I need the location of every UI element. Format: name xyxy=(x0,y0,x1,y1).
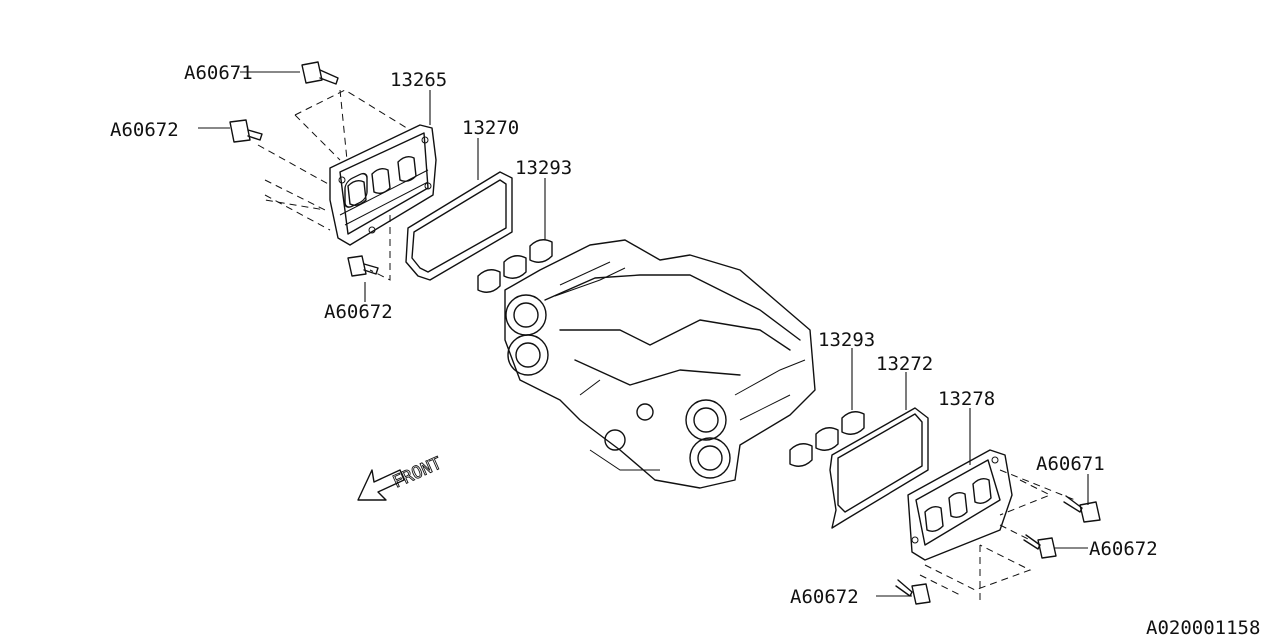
callout-13293-right: 13293 xyxy=(818,329,875,351)
bolt-a60671-right xyxy=(1063,495,1101,523)
seals-left xyxy=(477,239,553,293)
right-cover-guide-lines xyxy=(919,469,1076,600)
rocker-cover-left xyxy=(329,124,437,246)
rocker-cover-right xyxy=(907,449,1013,561)
callout-13265: 13265 xyxy=(390,69,447,91)
left-cover-guide-lines xyxy=(257,89,411,281)
front-direction-indicator: FRONT xyxy=(357,453,445,501)
gasket-left xyxy=(405,171,513,281)
bolt-a60672-right-upper xyxy=(1023,534,1057,559)
diagram-id: A020001158 xyxy=(1146,617,1260,639)
gasket-right xyxy=(829,407,929,529)
bolt-a60672-right-lower xyxy=(895,579,931,605)
callout-a60672-left-upper: A60672 xyxy=(110,119,179,141)
leader-lines xyxy=(198,71,1089,597)
bolt-a60671-left xyxy=(301,61,339,85)
cylinder-head xyxy=(504,239,816,489)
callout-a60671-left: A60671 xyxy=(184,62,253,84)
callout-a60672-right-lower: A60672 xyxy=(790,586,859,608)
callout-13272: 13272 xyxy=(876,353,933,375)
callout-a60671-right: A60671 xyxy=(1036,453,1105,475)
callout-13278: 13278 xyxy=(938,388,995,410)
callout-13293-left: 13293 xyxy=(515,157,572,179)
callout-13270: 13270 xyxy=(462,117,519,139)
callout-a60672-left-lower: A60672 xyxy=(324,301,393,323)
bolt-a60672-left-lower xyxy=(347,255,379,277)
seals-right xyxy=(789,411,865,467)
front-label: FRONT xyxy=(390,453,445,492)
bolt-a60672-left-upper xyxy=(229,119,263,143)
callout-a60672-right-upper: A60672 xyxy=(1089,538,1158,560)
